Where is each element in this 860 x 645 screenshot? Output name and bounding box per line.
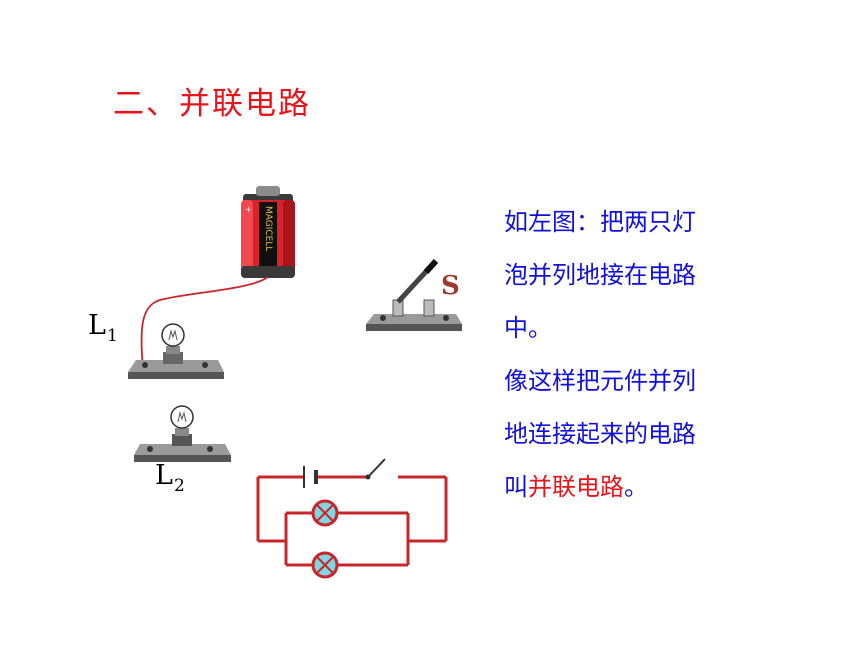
lamp2-icon — [134, 405, 231, 462]
description-line-3: 中。 — [504, 314, 552, 342]
highlight-term: 并联电路 — [528, 473, 624, 501]
battery-wire — [140, 276, 269, 371]
description-text: 如左图：把两只灯 泡并列地接在电路 中。 像这样把元件并列 地连接起来的电路 叫… — [504, 196, 754, 514]
schematic-diagram — [256, 475, 448, 567]
description-line-4: 像这样把元件并列 — [504, 367, 696, 395]
description-line-6: 叫并联电路。 — [504, 473, 648, 501]
battery-icon: MAGICELL + — [241, 186, 295, 278]
lamp1-icon — [128, 323, 224, 379]
description-line-2: 泡并列地接在电路 — [504, 261, 696, 289]
lamp-symbol-bottom — [311, 551, 339, 579]
lamp1-label: L1 — [88, 310, 118, 346]
page-title: 二、并联电路 — [113, 86, 311, 122]
switch-label: S — [441, 271, 460, 301]
battery-brand: MAGICELL — [263, 206, 273, 251]
description-line-5: 地连接起来的电路 — [504, 420, 696, 448]
switch-symbol — [365, 458, 386, 480]
description-line-1: 如左图：把两只灯 — [504, 208, 696, 236]
lamp-symbol-top — [311, 499, 339, 527]
svg-text:+: + — [245, 205, 252, 214]
battery-symbol — [303, 466, 318, 488]
lamp2-label: L2 — [155, 460, 185, 496]
switch-icon — [366, 258, 462, 331]
